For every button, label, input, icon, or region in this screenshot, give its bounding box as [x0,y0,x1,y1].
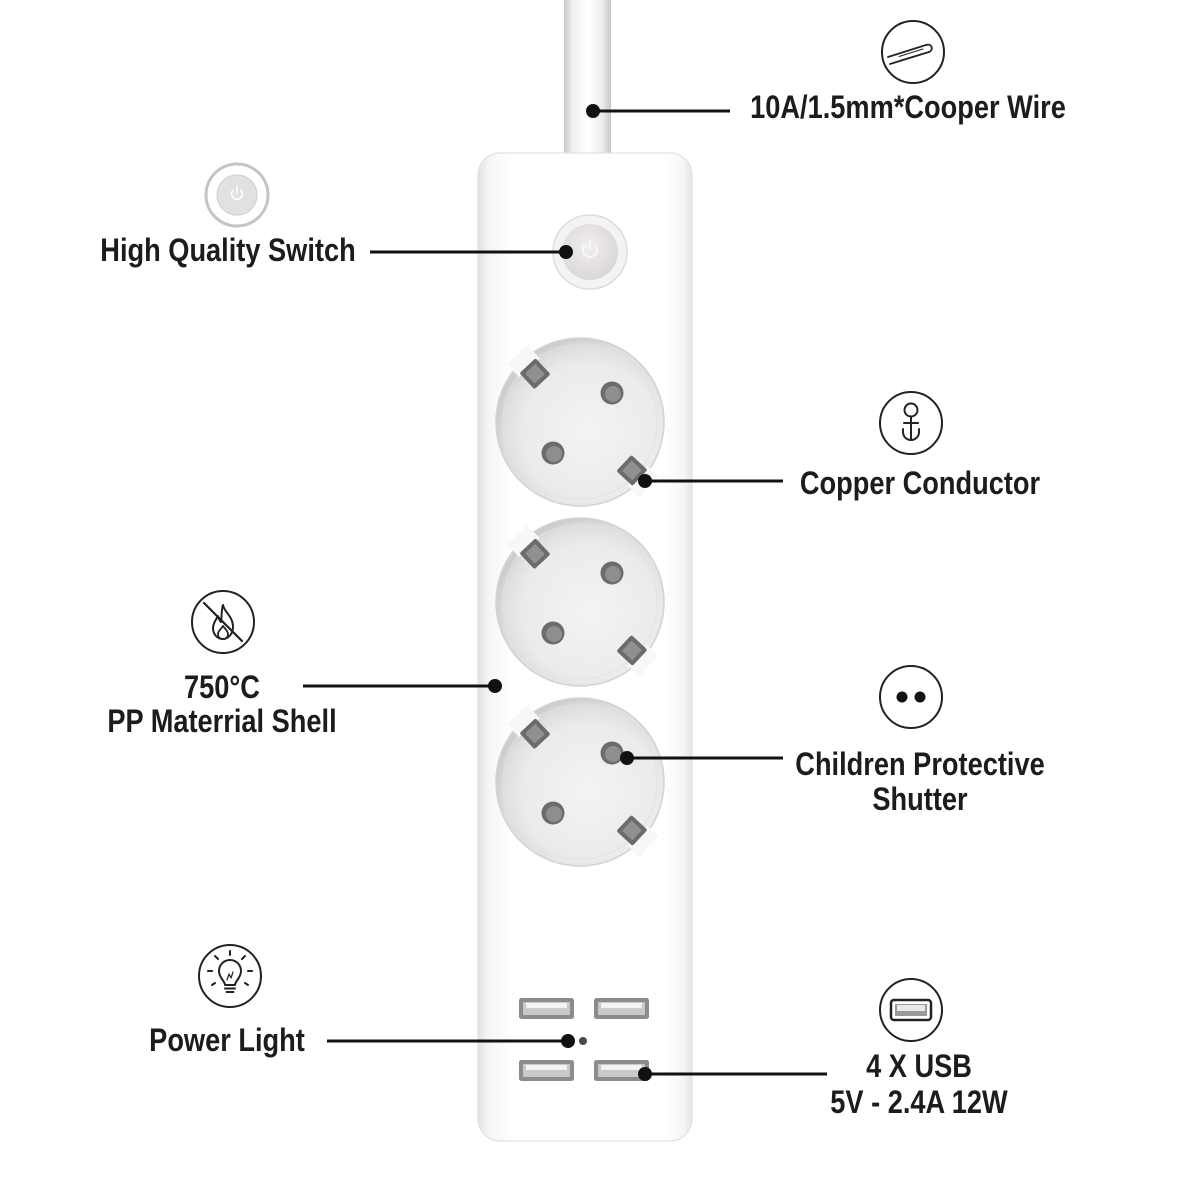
usb-port-4 [594,1060,649,1081]
shell-callout-dot [488,679,502,693]
usb-port-1 [519,998,574,1019]
power-indicator-light [579,1037,587,1045]
socket-face [495,697,665,867]
power-symbol-icon [582,240,598,258]
socket-3 [495,697,665,867]
usb-callout-dot [638,1067,652,1081]
shell-label-material: PP Materrial Shell [107,703,337,739]
protective-shutter-icon [877,663,945,731]
usb-port-icon [877,976,945,1044]
shell-label: 750°C PP Materrial Shell [44,670,401,738]
light-bulb-icon [196,942,264,1010]
shutter-label: Children Protective Shutter [742,747,1099,817]
wire-label-text: 10A/1.5mm*Cooper Wire [750,89,1066,125]
callout-lines [303,104,827,1081]
usb-label: 4 X USB 5V - 2.4A 12W [741,1048,1098,1120]
usb-port-2 [594,998,649,1019]
socket-2 [495,517,665,687]
switch-label: High Quality Switch [50,233,407,268]
shutter-callout-dot [620,751,634,765]
power-light-label-text: Power Light [149,1022,305,1058]
light-callout-dot [561,1034,575,1048]
wire-label: 10A/1.5mm*Cooper Wire [730,90,1087,125]
conductor-label-text: Copper Conductor [799,465,1041,501]
switch-label-text: High Quality Switch [100,232,356,268]
power-switch-icon [203,161,271,229]
power-switch [552,214,628,290]
conductor-callout-dot [638,474,652,488]
shell-label-temperature: 750°C [184,669,260,705]
usb-label-count: 4 X USB [866,1048,972,1084]
wire-callout-dot [586,104,600,118]
flame-retardant-icon [189,588,257,656]
power-light-label: Power Light [49,1023,406,1058]
shutter-label-line-2: Shutter [872,781,968,817]
power-cord [564,0,611,165]
switch-callout-dot [559,245,573,259]
copper-conductor-icon [877,389,945,457]
shutter-label-line-1: Children Protective [795,746,1045,782]
socket-face [495,517,665,687]
copper-wire-icon [879,18,947,86]
usb-label-rating: 5V - 2.4A 12W [830,1084,1008,1120]
usb-port-3 [519,1060,574,1081]
conductor-label: Copper Conductor [742,466,1099,501]
